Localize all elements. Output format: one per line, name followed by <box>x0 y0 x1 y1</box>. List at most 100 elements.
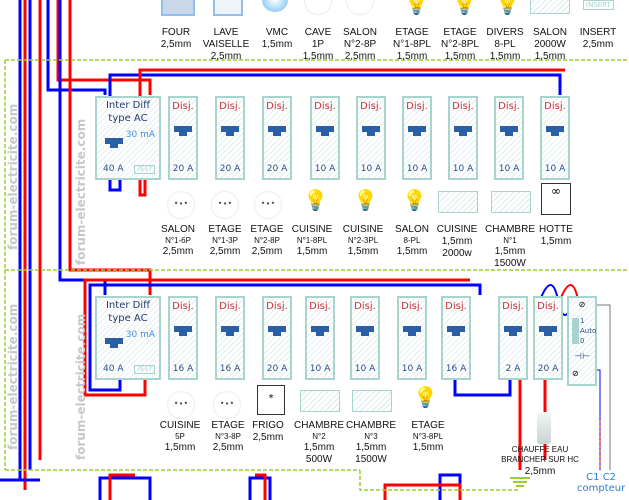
power-rating: 1500W <box>494 258 526 269</box>
breaker-label: Disj. <box>266 101 288 112</box>
toggle-lever-icon <box>403 326 421 336</box>
toggle-lever-icon <box>105 338 123 348</box>
circuit-breaker[interactable]: Disj.20 A <box>262 296 292 380</box>
wire-section: 1,5mm <box>540 236 572 247</box>
circuit-name: CAVE <box>304 27 332 38</box>
radiator-icon <box>300 390 340 412</box>
rcd-row2[interactable]: Inter Diff type AC 30 mA 40 A TEST <box>95 296 161 380</box>
toggle-lever-icon <box>174 126 192 136</box>
circuit-breaker[interactable]: Disj.10 A <box>402 96 432 180</box>
breaker-label: Disj. <box>360 101 382 112</box>
wire-section: 1,5mm <box>489 51 521 62</box>
wire-section: 1,5mm <box>303 442 335 453</box>
toggle-lever-icon <box>539 326 557 336</box>
mode-switch[interactable] <box>572 318 579 344</box>
breaker-rating: 10 A <box>360 164 382 174</box>
breaker-label: Disj. <box>172 101 194 112</box>
circuit-breaker[interactable]: Disj.16 A <box>441 296 471 380</box>
socket-icon: •∙• <box>212 192 238 218</box>
circuit-breaker[interactable]: Disj.10 A <box>494 96 524 180</box>
circuit-detail: 8-PL <box>494 39 516 50</box>
circuit-name: SALON <box>343 27 377 38</box>
circuit-breaker[interactable]: Disj. 10 A <box>356 96 386 180</box>
circuit-breaker[interactable]: Disj.2 A <box>498 296 528 380</box>
socket-icon: •∙• <box>168 392 194 418</box>
circuit-name: LAVE <box>213 27 239 38</box>
circuit-name: ETAGE <box>250 224 284 235</box>
circuit-name: SALON <box>395 224 429 235</box>
circuit-detail: 5P <box>175 432 185 441</box>
breaker-rating: 10 A <box>309 364 331 374</box>
breaker-label: Disj. <box>354 301 376 312</box>
circuit-detail: N°2 <box>312 432 326 441</box>
circuit-detail: N°3-8PL <box>412 432 444 441</box>
circuit-detail: N°1-8PL <box>296 236 328 245</box>
rcd-sensitivity: 30 mA <box>125 330 155 340</box>
wire-section: 1,5mm <box>302 51 334 62</box>
breaker-label: Disj. <box>406 101 428 112</box>
insert-icon: INSERT <box>583 0 614 10</box>
breaker-rating: 10 A <box>544 164 566 174</box>
radiator-icon <box>530 0 570 14</box>
breaker-label: Disj. <box>537 301 559 312</box>
circuit-breaker[interactable]: Disj.20 A <box>168 96 198 180</box>
toggle-lever-icon <box>268 126 286 136</box>
terminal-icon: ⊘ <box>578 300 586 309</box>
water-heater-label: CHAUFFE EAU BRANCHER SUR HC 2,5mm <box>501 445 579 477</box>
circuit-breaker[interactable]: Disj.16 A <box>215 296 245 380</box>
toggle-lever-icon <box>105 138 123 148</box>
test-button[interactable]: TEST <box>134 365 155 374</box>
circuit-breaker[interactable]: Disj.10 A <box>350 296 380 380</box>
toggle-lever-icon <box>316 126 334 136</box>
circuit-breaker[interactable]: Disj.10 A <box>305 296 335 380</box>
rcd-title: Inter Diff <box>105 100 151 111</box>
rcd-row1[interactable]: Inter Diff type AC 30 mA 40 A TEST <box>95 96 161 180</box>
circuit-name: CHAMBRE <box>293 420 345 431</box>
circuit-name: ETAGE <box>208 224 242 235</box>
toggle-lever-icon <box>174 326 192 336</box>
circuit-name: INSERT <box>579 27 617 38</box>
rcd-rating: 40 A <box>103 164 124 174</box>
circuit-breaker[interactable]: Disj.10 A <box>397 296 427 380</box>
mode-auto: Auto <box>580 327 597 335</box>
test-button[interactable]: TEST <box>134 165 155 174</box>
circuit-breaker[interactable]: Disj.10 A <box>310 96 340 180</box>
circuit-detail: 1P <box>311 39 325 50</box>
circuit-breaker[interactable]: Disj.20 A <box>533 296 563 380</box>
circuit-breaker[interactable]: Disj.10 A <box>448 96 478 180</box>
wire-section: 1,5mm <box>444 51 476 62</box>
rcd-type: type AC <box>108 113 148 124</box>
rcd-title: Inter Diff <box>105 300 151 311</box>
circuit-breaker[interactable]: Disj. 10 A <box>540 96 570 180</box>
circuit-name: CUISINE <box>159 420 201 431</box>
water-heater-line1: CHAUFFE EAU <box>511 445 569 454</box>
breaker-label: Disj. <box>172 301 194 312</box>
watermark: forum-electricite.com <box>6 103 20 250</box>
oven-icon <box>161 0 195 16</box>
circuit-name: CUISINE <box>342 224 384 235</box>
wire-section: 1,5mm <box>412 442 444 453</box>
power-rating: 500W <box>305 454 333 465</box>
day-night-contactor[interactable]: ⊘ 1 Auto 0 ⊣⊢ ⊘ <box>567 296 597 386</box>
circuit-name: CHAMBRE <box>484 224 536 235</box>
breaker-label: Disj. <box>314 101 336 112</box>
circuit-breaker[interactable]: Disj.20 A <box>262 96 292 180</box>
hood-icon: ∞ <box>541 183 571 215</box>
rcd-type: type AC <box>108 313 148 324</box>
rcd-rating: 40 A <box>103 364 124 374</box>
wire-section: 1,5mm <box>347 246 379 257</box>
circuit-breaker[interactable]: Disj.20 A <box>215 96 245 180</box>
breaker-label: Disj. <box>544 101 566 112</box>
circuit-breaker[interactable]: Disj.16 A <box>168 296 198 380</box>
circuit-detail: 2000W <box>534 39 566 50</box>
